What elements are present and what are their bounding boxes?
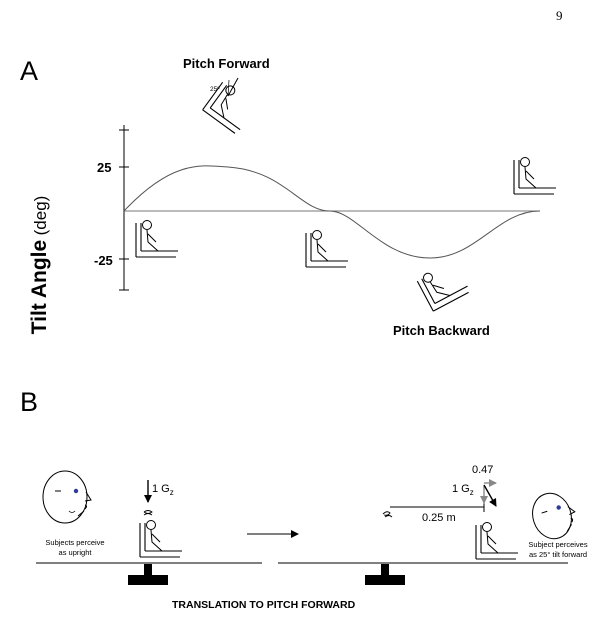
left-perception-line2: as upright <box>58 548 92 557</box>
left-spring-icon <box>143 510 153 516</box>
lateral-value: 0.47 <box>472 464 494 476</box>
chair-upright-start-icon <box>135 219 179 258</box>
left-perception-line1: Subjects perceive <box>45 538 105 547</box>
right-spring-icon <box>382 511 393 518</box>
head-left-icon <box>42 470 92 524</box>
panel-b-label: B <box>20 387 39 417</box>
right-perception: Subject perceives as 25° tilt forward <box>518 540 598 560</box>
panel-b-caption: TRANSLATION TO PITCH FORWARD <box>172 599 356 611</box>
pedestal-left-icon <box>128 564 168 585</box>
right-force-sub: z <box>469 488 474 498</box>
pitch-backward-label: Pitch Backward <box>393 323 490 338</box>
right-force-text: 1 G <box>452 483 470 495</box>
right-perception-line2: as 25° tilt forward <box>528 550 588 559</box>
panel-a-label: A <box>20 56 39 86</box>
head-right-icon <box>532 492 576 540</box>
right-perception-line1: Subject perceives <box>528 540 588 549</box>
pitch-forward-label: Pitch Forward <box>183 56 270 71</box>
chair-left-b-icon <box>139 519 183 558</box>
left-force-sub: z <box>169 488 174 498</box>
chair-right-b-icon <box>475 521 519 560</box>
page-number: 9 <box>556 8 563 23</box>
distance-label: 0.25 m <box>422 512 456 524</box>
y-tick-25: 25 <box>97 160 112 175</box>
chair-pitch-forward-icon <box>202 79 259 136</box>
chair-upright-mid-icon <box>305 229 349 268</box>
y-tick-minus-25: -25 <box>94 253 113 268</box>
left-force-label: 1 Gz <box>152 483 174 497</box>
pedestal-right-icon <box>365 564 405 585</box>
angle-tick-icon <box>227 77 239 97</box>
resultant-force-arrow-icon <box>483 484 497 507</box>
right-force-label: 1 Gz <box>452 483 474 497</box>
left-perception: Subjects perceive as upright <box>30 538 120 558</box>
left-force-text: 1 G <box>152 483 170 495</box>
angle-note: 25º <box>210 86 220 93</box>
chair-pitch-backward-icon <box>415 258 471 312</box>
y-axis <box>119 125 129 291</box>
chair-upright-end-icon <box>513 156 557 195</box>
tilt-sine-curve <box>123 165 541 259</box>
